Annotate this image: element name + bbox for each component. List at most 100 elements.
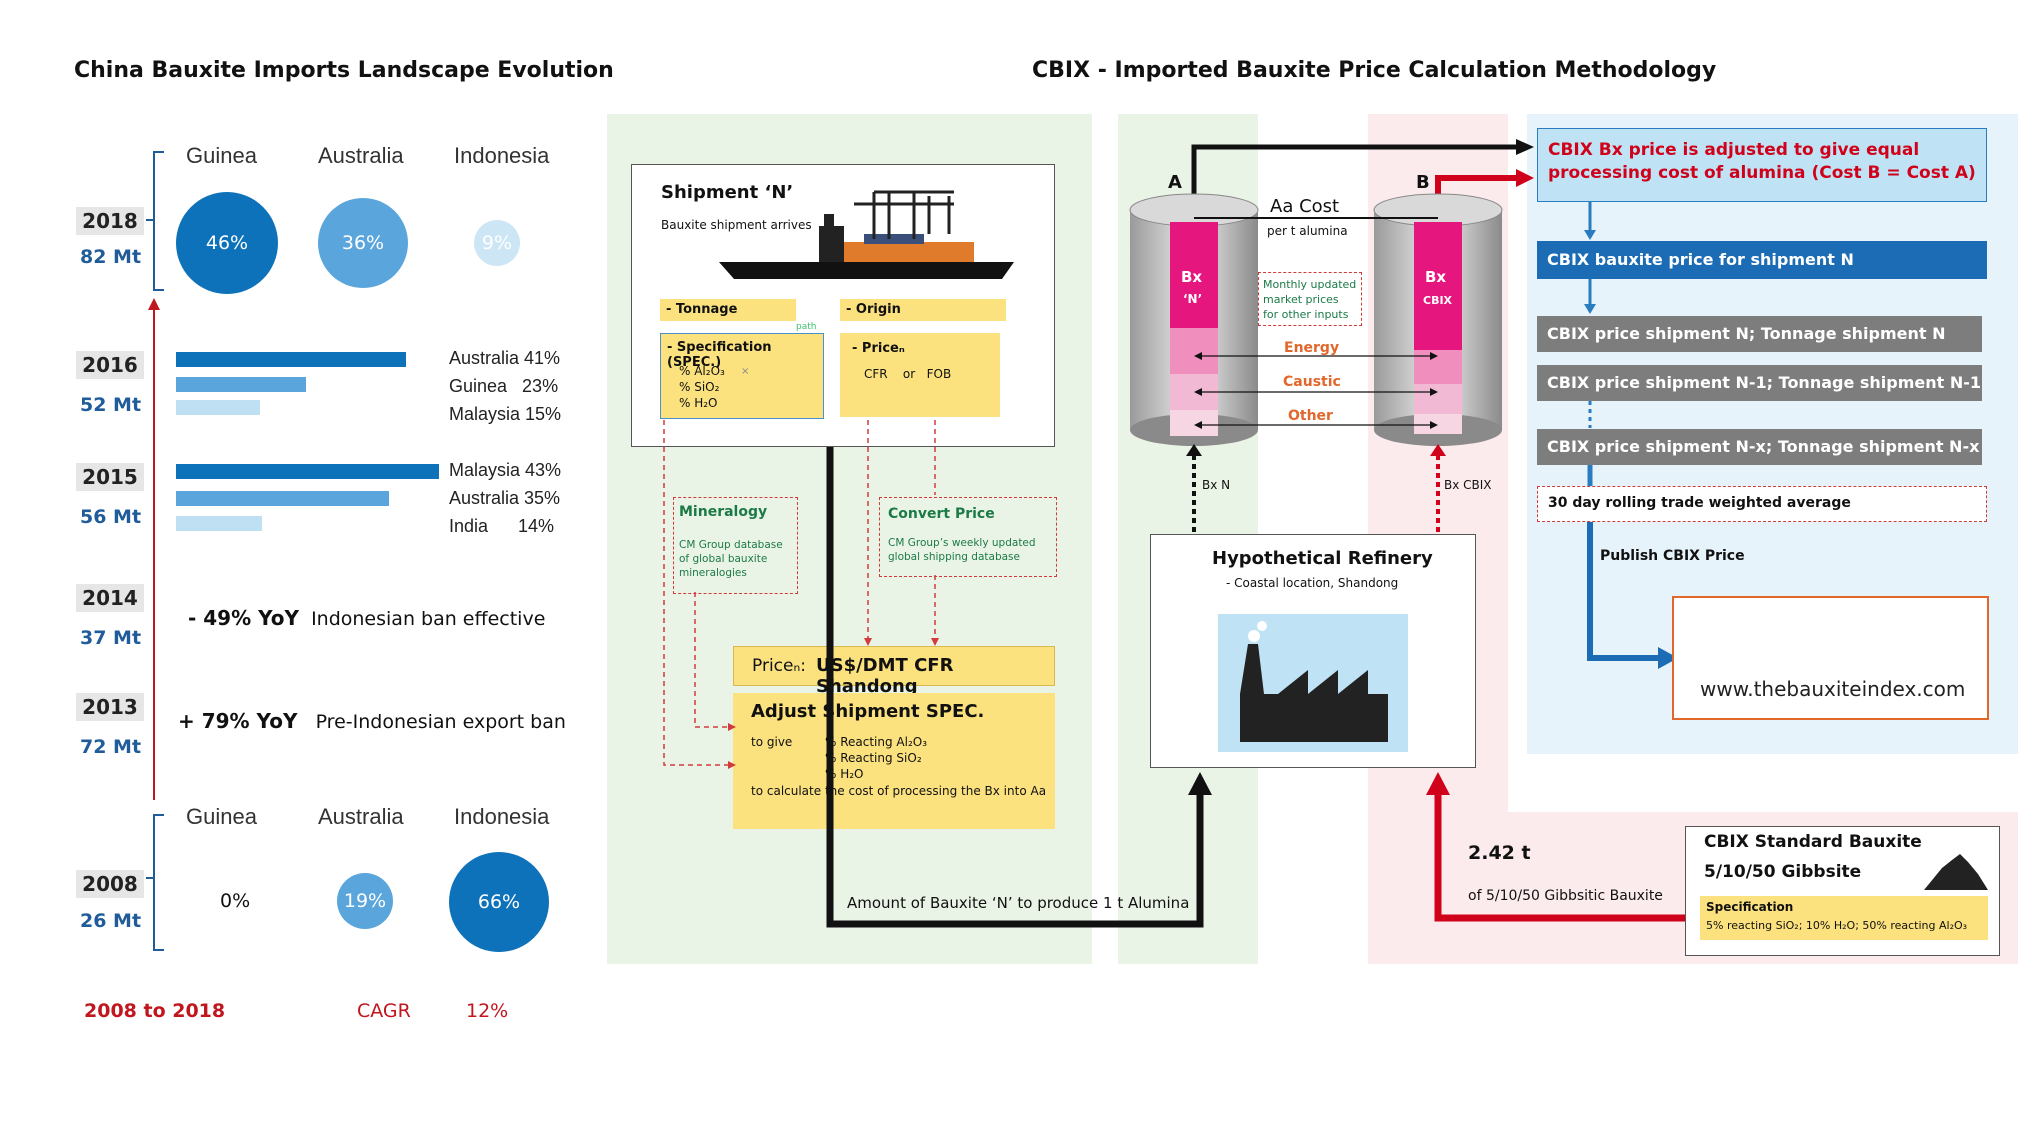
convert-title: Convert Price	[888, 506, 995, 522]
spec-x-mark: ×	[741, 366, 750, 377]
spec-title: - Specification (SPEC.)	[667, 340, 772, 370]
price-box: - Priceₙ CFR or FOB	[840, 333, 1000, 417]
mt-2013: 72 Mt	[80, 736, 142, 758]
cagr-value: 12%	[466, 1000, 509, 1022]
bar-2015-1	[176, 464, 439, 479]
spec-al2o3: % Al₂O₃	[679, 364, 725, 378]
step-shipment-n: CBIX price shipment N; Tonnage shipment …	[1537, 316, 1982, 352]
mineralogy-box: Mineralogy CM Group database of global b…	[673, 497, 798, 594]
factory-icon	[1218, 614, 1408, 752]
cylinder-a-bx: Bx	[1181, 268, 1203, 286]
step-shipment-n-x: CBIX price shipment N-x; Tonnage shipmen…	[1537, 429, 1982, 465]
share-bubble-2008-indonesia: 66%	[449, 852, 549, 952]
step-shipment-n-1: CBIX price shipment N-1; Tonnage shipmen…	[1537, 365, 1982, 401]
country-2018-2: Australia	[318, 143, 404, 168]
mt-2016: 52 Mt	[80, 394, 142, 416]
origin-label: - Origin	[840, 299, 1006, 321]
adjusted-box: CBIX Bx price is adjusted to give equal …	[1537, 128, 1987, 202]
year-2015: 2015	[76, 463, 144, 491]
standard-title-1: CBIX Standard Bauxite	[1704, 832, 1922, 852]
spec-box: - Specification (SPEC.) % Al₂O₃ % SiO₂ %…	[660, 333, 824, 419]
country-2008-3: Indonesia	[454, 804, 550, 829]
right-title: CBIX - Imported Bauxite Price Calculatio…	[1032, 58, 1717, 83]
cagr-label: CAGR	[357, 1000, 411, 1022]
mineralogy-title: Mineralogy	[679, 504, 768, 520]
cagr-period: 2008 to 2018	[84, 1000, 226, 1022]
cylinder-b-sub: CBIX	[1423, 294, 1453, 307]
input-energy: Energy	[1284, 340, 1340, 356]
share-bubble-2018-guinea: 46%	[176, 192, 278, 294]
mt-2014: 37 Mt	[80, 627, 142, 649]
share-bubble-2008-australia: 19%	[337, 873, 393, 929]
shipment-subtitle: Bauxite shipment arrives	[661, 218, 812, 232]
adjust-r2: % Reacting SiO₂	[825, 751, 922, 765]
share-2008-guinea: 0%	[220, 890, 251, 912]
tonnes-value: 2.42 t	[1468, 842, 1531, 864]
share-bubble-2018-indonesia: 9%	[474, 220, 520, 266]
price-options: CFR or FOB	[864, 367, 952, 381]
spec-h2o: % H₂O	[679, 396, 718, 410]
year-2014: 2014	[76, 584, 144, 612]
price-title: - Priceₙ	[852, 341, 905, 356]
standard-spec-title: Specification	[1706, 900, 1794, 914]
share-bubble-2018-australia: 36%	[318, 198, 408, 288]
adjust-to-give: to give	[751, 735, 793, 749]
mineralogy-desc: CM Group database of global bauxite mine…	[679, 539, 783, 579]
aa-cost-title: Aa Cost	[1270, 196, 1340, 217]
country-2018-1: Guinea	[186, 143, 257, 168]
convert-desc: CM Group’s weekly updated global shippin…	[888, 537, 1036, 563]
year-2016: 2016	[76, 351, 144, 379]
publish-label: Publish CBIX Price	[1600, 548, 1745, 564]
bar-2016-2	[176, 377, 306, 392]
adjust-r1: % Reacting Al₂O₃	[825, 735, 928, 749]
tonnage-label: - Tonnage	[660, 299, 796, 321]
cylinder-a-label: A	[1168, 172, 1182, 193]
website-box[interactable]: www.thebauxiteindex.com	[1672, 596, 1989, 720]
timeline-lines	[146, 151, 164, 951]
yoy-2014: - 49% YoY Indonesian ban effective	[188, 606, 546, 630]
cylinder-b-label: B	[1416, 172, 1430, 193]
bar-label-2015-1: Malaysia 43%	[449, 460, 562, 480]
standard-spec-text: 5% reacting SiO₂; 10% H₂O; 50% reacting …	[1706, 919, 1968, 932]
website-link[interactable]: www.thebauxiteindex.com	[1700, 677, 1966, 701]
price-n-prefix: Priceₙ:	[752, 656, 806, 676]
amount-label: Amount of Bauxite ‘N’ to produce 1 t Alu…	[847, 894, 1190, 912]
country-2008-2: Australia	[318, 804, 404, 829]
bar-label-2015-3: India 14%	[449, 516, 555, 536]
cylinder-a-sub: ‘N’	[1183, 292, 1203, 306]
price-n-box: Priceₙ: US$/DMT CFR Shandong	[733, 646, 1055, 697]
bar-label-2016-1: Australia 41%	[449, 348, 561, 368]
bar-2015-2	[176, 491, 389, 506]
bar-label-2015-2: Australia 35%	[449, 488, 561, 508]
bar-2016-3	[176, 400, 260, 415]
aa-cost-sub: per t alumina	[1267, 224, 1348, 238]
adjust-title: Adjust Shipment SPEC.	[751, 701, 985, 722]
bx-cbix-label: Bx CBIX	[1444, 478, 1492, 492]
bar-label-2016-2: Guinea 23%	[449, 376, 559, 396]
ship-icon	[719, 190, 1014, 279]
tonnes-desc: of 5/10/50 Gibbsitic Bauxite	[1468, 888, 1663, 904]
input-caustic: Caustic	[1283, 374, 1341, 390]
country-2018-3: Indonesia	[454, 143, 550, 168]
standard-title-2: 5/10/50 Gibbsite	[1704, 862, 1862, 882]
adjust-r3: % H₂O	[825, 767, 864, 781]
cylinder-b-bx: Bx	[1425, 268, 1447, 286]
left-title: China Bauxite Imports Landscape Evolutio…	[74, 58, 614, 83]
spec-path-label: path	[796, 322, 817, 332]
standard-spec-box: Specification 5% reacting SiO₂; 10% H₂O;…	[1700, 896, 1988, 940]
bx-n-label: Bx N	[1202, 478, 1231, 492]
refinery-title: Hypothetical Refinery	[1212, 548, 1433, 569]
adjust-calc: to calculate the cost of processing the …	[751, 784, 1047, 798]
mt-2015: 56 Mt	[80, 506, 142, 528]
bar-label-2016-3: Malaysia 15%	[449, 404, 562, 424]
bauxite-pile-icon	[1924, 854, 1988, 890]
mt-2008: 26 Mt	[80, 910, 142, 932]
bar-2016-1	[176, 352, 406, 367]
bar-2015-3	[176, 516, 262, 531]
input-other: Other	[1288, 408, 1333, 424]
convert-box: Convert Price CM Group’s weekly updated …	[879, 497, 1057, 577]
refinery-sub: - Coastal location, Shandong	[1226, 576, 1399, 590]
price-n-value: US$/DMT CFR Shandong	[816, 655, 954, 697]
